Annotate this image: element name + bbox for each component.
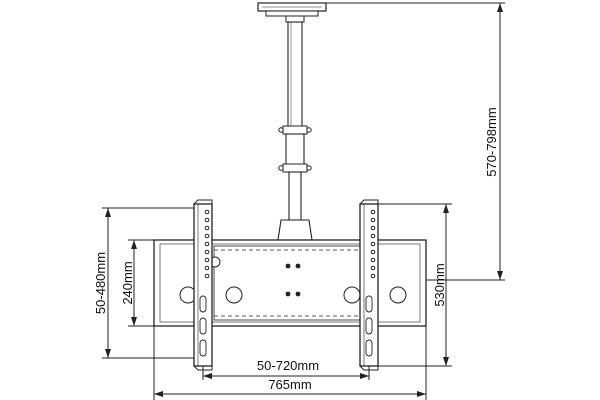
plate-hole	[343, 286, 361, 304]
mount-height-dimension: 530mm	[378, 203, 452, 367]
mounting-plate	[153, 239, 427, 327]
right-vertical-arm	[359, 199, 379, 371]
arm-adjust-hole	[370, 209, 376, 215]
arm-adjust-hole	[204, 241, 210, 247]
vertical-pitch-label: 50-480mm	[93, 252, 108, 314]
mount-height-label: 530mm	[432, 263, 447, 306]
arm-adjust-hole	[204, 273, 210, 279]
pole-height-dimension: 570-798mm	[326, 2, 505, 281]
pole-height-label: 570-798mm	[484, 107, 499, 176]
telescopic-pole	[277, 21, 313, 241]
ceiling-plate	[257, 2, 327, 23]
arm-adjust-hole	[204, 225, 210, 231]
arm-adjust-hole	[370, 265, 376, 271]
arm-adjust-hole	[204, 257, 210, 263]
arm-adjust-hole	[370, 233, 376, 239]
left-vertical-arm	[193, 199, 213, 371]
arm-adjust-hole	[204, 249, 210, 255]
plate-hole	[225, 286, 243, 304]
plate-height-dimension: 240mm	[120, 239, 154, 327]
arm-adjust-hole	[204, 209, 210, 215]
arm-adjust-hole	[204, 265, 210, 271]
vertical-pitch-dimension: 50-480mm	[93, 207, 194, 359]
horizontal-pitch-dimension: 50-720mm	[202, 358, 370, 380]
arm-adjust-hole	[370, 225, 376, 231]
plate-width-label: 765mm	[268, 377, 311, 392]
arm-adjust-hole	[204, 233, 210, 239]
arm-adjust-hole	[370, 257, 376, 263]
plate-hole	[389, 286, 407, 304]
arm-adjust-hole	[204, 217, 210, 223]
center-screws	[285, 263, 301, 297]
plate-height-label: 240mm	[120, 261, 135, 304]
arm-adjust-hole	[370, 273, 376, 279]
horizontal-pitch-label: 50-720mm	[257, 358, 319, 373]
arm-adjust-hole	[370, 241, 376, 247]
arm-adjust-hole	[370, 217, 376, 223]
plate-width-dimension: 765mm	[153, 326, 427, 400]
arm-adjust-hole	[370, 249, 376, 255]
